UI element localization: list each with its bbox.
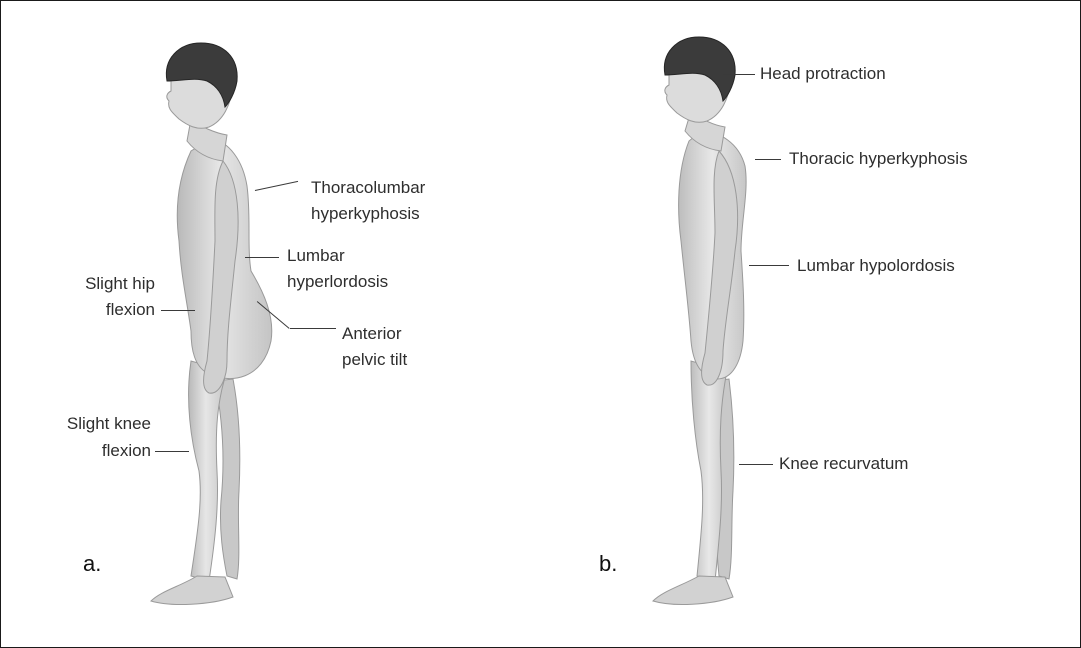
leader-head-protraction (723, 74, 755, 75)
figure-a-foot (151, 576, 233, 604)
label-knee-a-line1: Slight knee (31, 411, 151, 436)
figure-a-person (151, 43, 272, 604)
figure-b-foot (653, 576, 733, 604)
label-thoracolumbar-line1: Thoracolumbar (311, 175, 425, 200)
label-pelvic-line1: Anterior (342, 321, 402, 346)
leader-thoracic-hyperkyphosis (755, 159, 781, 160)
label-lumbar-hypolordosis: Lumbar hypolordosis (797, 253, 955, 278)
figure-b-person (653, 37, 746, 604)
label-pelvic-line2: pelvic tilt (342, 347, 407, 372)
label-hip-line1: Slight hip (41, 271, 155, 296)
label-lumbar-line2: hyperlordosis (287, 269, 388, 294)
panel-a-letter: a. (83, 551, 101, 577)
label-lumbar-line1: Lumbar (287, 243, 345, 268)
figure-a-front-leg (189, 361, 227, 581)
label-knee-a-line2: flexion (31, 438, 151, 463)
leader-knee-flexion (155, 451, 189, 452)
leader-pelvic-tilt (290, 328, 336, 329)
leader-lumbar-hyperlordosis (245, 257, 279, 258)
leader-knee-recurvatum (739, 464, 773, 465)
label-thoracic-hyperkyphosis: Thoracic hyperkyphosis (789, 146, 968, 171)
panel-b-letter: b. (599, 551, 617, 577)
label-head-protraction: Head protraction (760, 61, 886, 86)
leader-lumbar-hypolordosis (749, 265, 789, 266)
leader-hip-flexion (161, 310, 195, 311)
label-thoracolumbar-line2: hyperkyphosis (311, 201, 420, 226)
label-hip-line2: flexion (41, 297, 155, 322)
label-knee-recurvatum: Knee recurvatum (779, 451, 908, 476)
